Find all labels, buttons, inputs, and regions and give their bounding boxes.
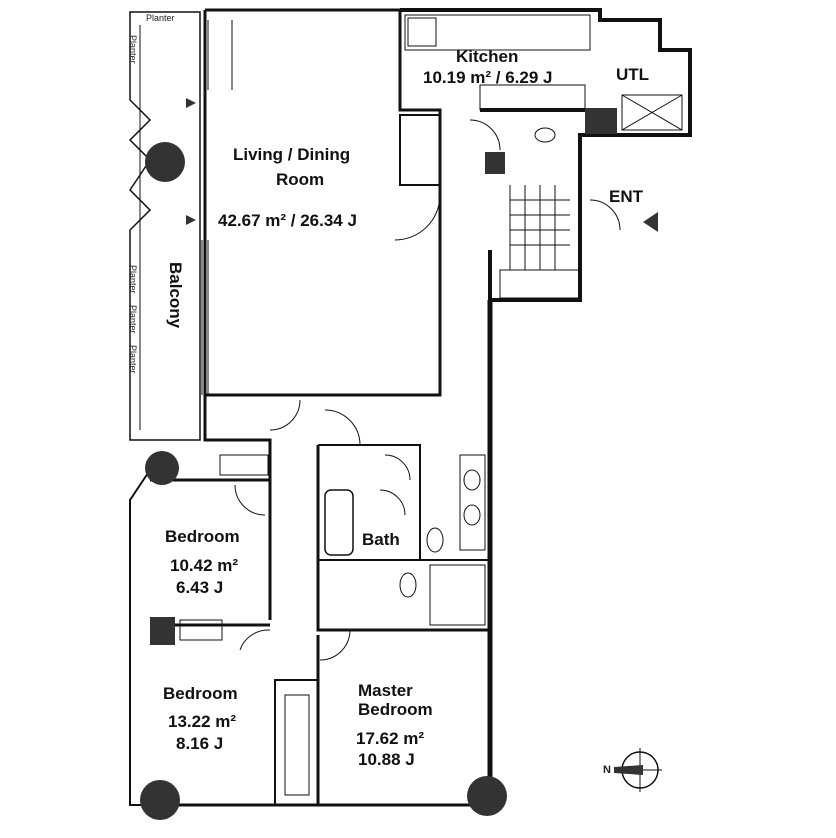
master-name-line2: Bedroom — [358, 700, 433, 719]
kitchen-name: Kitchen — [456, 47, 519, 66]
bath-name: Bath — [362, 530, 400, 549]
bedroom1-area-m2: 10.42 m² — [170, 556, 239, 575]
wall-hall-east — [316, 445, 490, 632]
column-se — [467, 776, 507, 816]
planter-label-top: Planter — [146, 13, 175, 23]
planter-label-4: Planter — [128, 345, 138, 374]
vanity-counter — [459, 454, 486, 551]
door-swings — [234, 119, 621, 661]
living-closet — [399, 114, 441, 186]
bedroom2-name: Bedroom — [163, 684, 238, 703]
column-sw — [140, 780, 180, 820]
entrance-tiles — [499, 185, 581, 299]
living-name-line2: Room — [276, 170, 325, 189]
kitchen-counter — [404, 14, 591, 51]
living-name-line1: Living / Dining — [233, 145, 351, 164]
vanity-sink-2 — [463, 504, 481, 526]
bedroom2-closet — [179, 619, 223, 641]
compass-north-label: N — [603, 764, 611, 776]
wall-wc — [420, 559, 491, 630]
toilet-wc — [399, 572, 417, 598]
planter-label-1: Planter — [128, 35, 138, 64]
column-balcony-bottom — [145, 451, 179, 485]
master-name-line1: Master — [358, 681, 413, 700]
utl-washer — [621, 94, 683, 131]
balcony-name: Balcony — [166, 262, 185, 329]
entrance-arrow — [643, 212, 658, 232]
vanity-sink-1 — [463, 469, 481, 491]
outer-wall-west-bedrooms — [129, 469, 151, 806]
toilet-bath — [426, 527, 444, 553]
living-area: 42.67 m² / 26.34 J — [218, 211, 357, 230]
outer-wall-living — [203, 8, 442, 397]
column-balcony-top — [145, 142, 185, 182]
balcony-outline — [128, 11, 201, 441]
wall-bath — [318, 444, 421, 561]
outer-wall-entrance — [488, 133, 590, 302]
shower — [429, 564, 486, 626]
utl-washer-x — [621, 94, 683, 131]
entrance-name: ENT — [609, 187, 643, 206]
wall-bedroom1 — [150, 478, 270, 627]
wall-closet-hall — [274, 679, 319, 806]
bathtub — [324, 489, 354, 556]
bedroom1-closet — [219, 454, 269, 476]
bedroom2-area-m2: 13.22 m² — [168, 712, 237, 731]
master-area-m2: 17.62 m² — [356, 729, 425, 748]
wall-living-bottom — [203, 395, 272, 620]
master-area-j: 10.88 J — [358, 750, 415, 769]
hall-closet-inner — [284, 694, 310, 796]
bedroom2-area-j: 8.16 J — [176, 734, 224, 753]
kitchen-area: 10.19 m² / 6.29 J — [423, 68, 553, 87]
column-block-2 — [585, 108, 617, 134]
fridge — [407, 17, 437, 47]
toilet-entrance — [534, 127, 556, 143]
balcony-arrow-1 — [186, 98, 196, 108]
utl-name: UTL — [616, 65, 650, 84]
planter-label-3: Planter — [128, 305, 138, 334]
column-block-3 — [485, 152, 505, 174]
compass-needle — [614, 765, 643, 775]
bedroom1-area-j: 6.43 J — [176, 578, 224, 597]
balcony-arrow-2 — [186, 215, 196, 225]
planter-label-2: Planter — [128, 265, 138, 294]
windows — [201, 20, 233, 395]
column-block-1 — [150, 617, 175, 645]
kitchen-island — [479, 84, 586, 111]
bedroom1-name: Bedroom — [165, 527, 240, 546]
